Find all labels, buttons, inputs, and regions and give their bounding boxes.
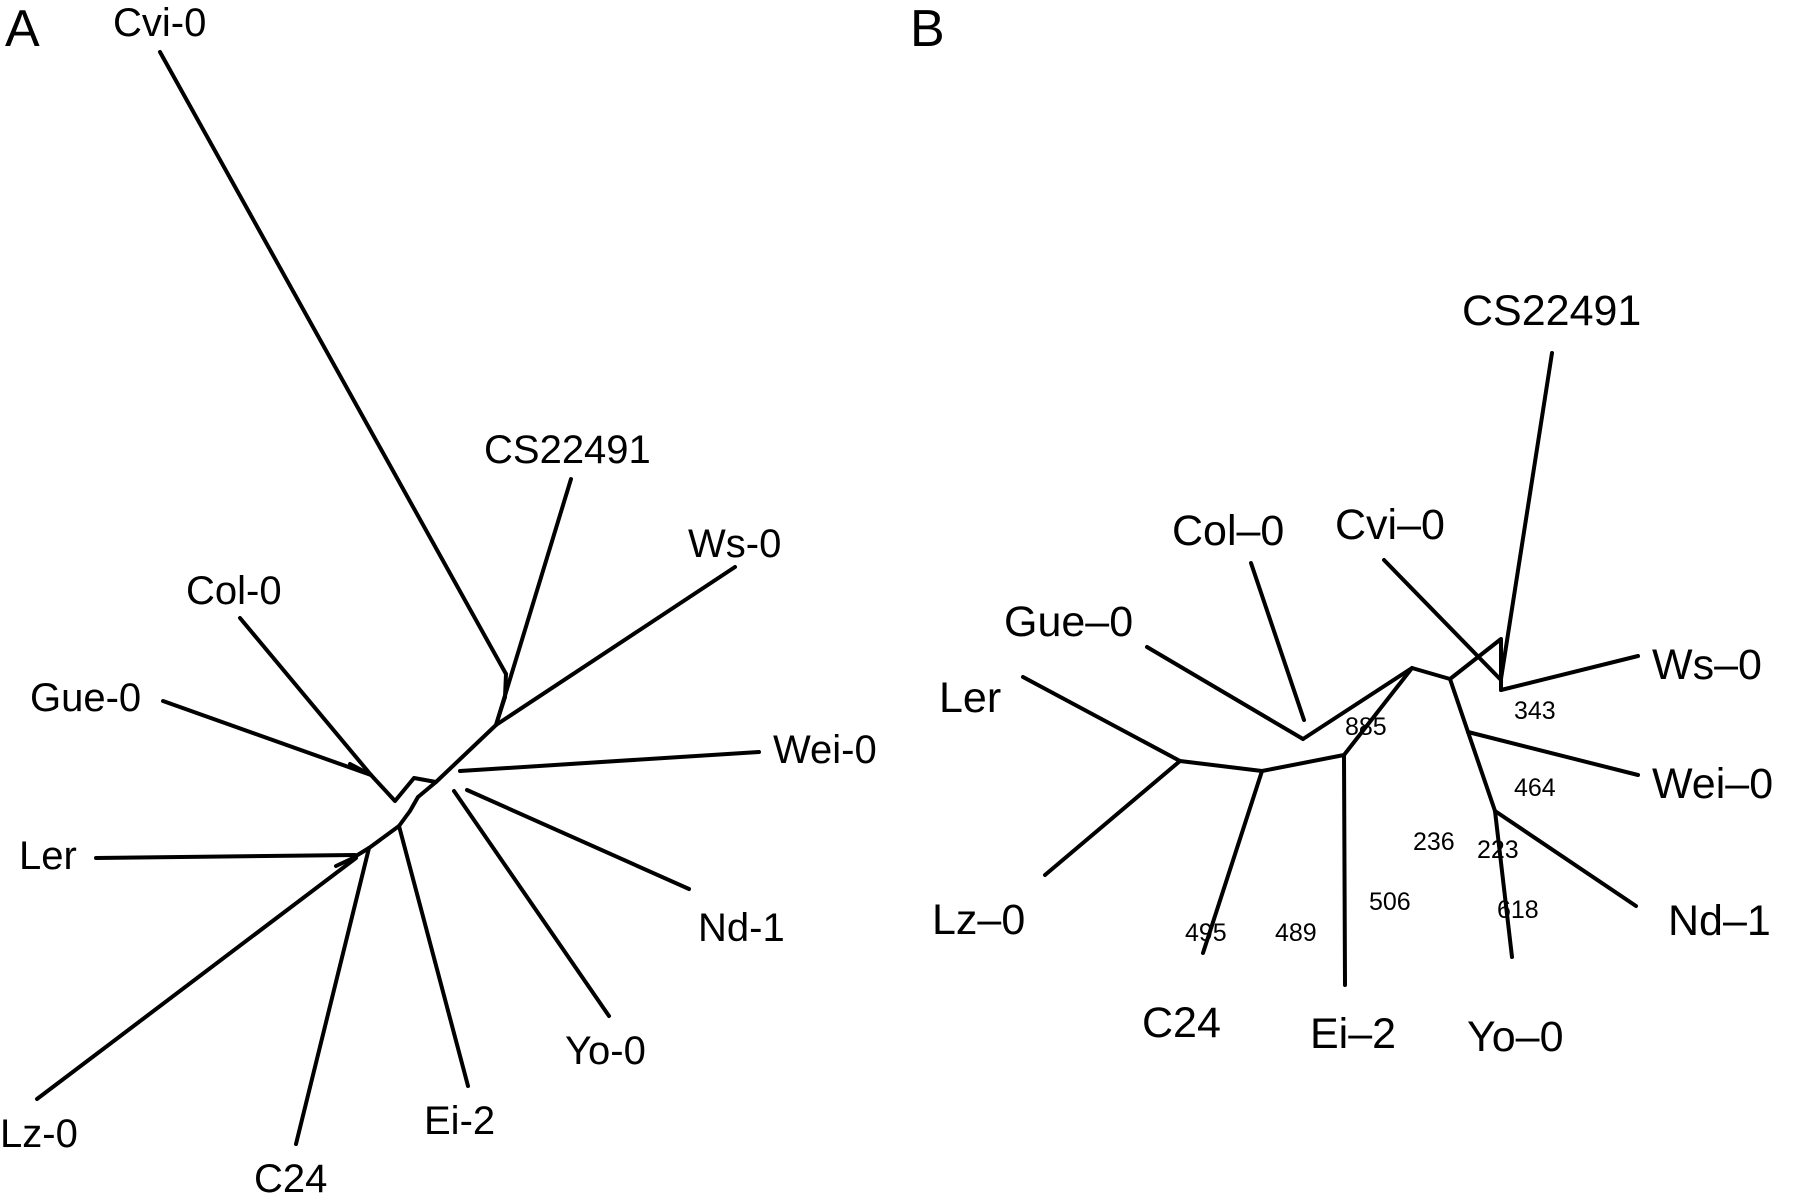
panel-b-labels: CS22491 Col–0 Cvi–0 Gue–0 Ws–0 Ler Wei–0… [932,287,1773,1061]
taxon-label: Lz-0 [0,1112,78,1156]
branch-ei2 [397,824,470,1088]
taxon-label: Ws-0 [688,522,781,566]
taxon-label: Col–0 [1172,507,1284,555]
taxon-label: Yo–0 [1467,1013,1563,1061]
branch-nd1 [1493,809,1638,908]
branch-lz0 [1043,759,1182,877]
branch-cvi0-stem [503,672,508,699]
branch-ler [1021,675,1182,763]
taxon-label: Wei-0 [773,728,877,772]
taxon-label: C24 [1142,999,1221,1047]
branch-gue0 [1145,645,1305,741]
panel-a-labels: Cvi-0 CS22491 Ws-0 Col-0 Gue-0 Wei-0 Ler… [0,1,877,1195]
taxon-label: CS22491 [1462,287,1641,335]
branch-c24 [1201,769,1264,955]
bootstrap-value: 489 [1275,919,1317,947]
taxon-label: CS22491 [484,428,651,472]
panel-a-internal-path [348,695,507,803]
branch-c24 [294,846,371,1146]
taxon-label: Yo-0 [565,1029,646,1073]
taxon-label: Gue-0 [30,676,141,720]
taxon-label: Gue–0 [1004,598,1133,646]
panel-b-internal-path-right [1448,677,1497,813]
taxon-label: Ws–0 [1652,641,1762,689]
taxon-label: Col-0 [186,569,282,613]
branch-ei2 [1342,753,1347,987]
branch-wei0 [458,750,761,773]
bootstrap-value: 495 [1185,919,1227,947]
branch-cs22491 [1499,351,1554,681]
bootstrap-value: 343 [1514,697,1556,725]
bootstrap-value: 464 [1514,774,1556,802]
panel-b-bootstrap-values: 885 343 464 236 223 618 506 495 489 [1185,697,1556,947]
taxon-label: Cvi-0 [113,1,206,45]
branch-cvi0 [158,50,508,676]
taxon-label: Wei–0 [1652,760,1773,808]
bootstrap-value: 223 [1477,836,1519,864]
branch-nd1 [465,788,691,891]
panel-a-label: A [5,0,40,58]
branch-cs22491 [494,477,573,727]
taxon-label: Ei–2 [1310,1010,1396,1058]
panel-b-tree [1021,351,1640,987]
bootstrap-value: 618 [1497,896,1539,924]
taxon-label: Nd-1 [698,906,785,950]
taxon-label: Nd–1 [1668,897,1771,945]
bootstrap-value: 506 [1369,888,1411,916]
branch-yo0 [1493,809,1514,959]
branch-cvi0 [1382,558,1503,682]
panel-a-tree [35,50,761,1146]
taxon-label: Cvi–0 [1335,501,1445,549]
branch-ler [94,853,357,860]
taxon-label: C24 [254,1157,327,1195]
taxon-label: Ei-2 [424,1099,495,1143]
branch-wei0 [1466,730,1640,777]
taxon-label: Ler [19,834,77,878]
branch-col0 [1249,561,1306,722]
taxon-label: Lz–0 [932,896,1025,944]
bootstrap-value: 236 [1413,828,1455,856]
panel-b-internal-path [1301,637,1503,741]
branch-ws0 [494,565,737,727]
branch-col0 [238,616,373,777]
branch-ws0 [1499,654,1640,692]
panel-b-internal-path-left [1178,666,1414,773]
bootstrap-value: 885 [1345,713,1387,741]
branch-lz0 [35,856,358,1101]
taxon-label: Ler [939,674,1001,722]
branch-gue0 [161,699,373,777]
branch-yo0 [452,789,611,1018]
panel-b-label: B [910,0,945,58]
